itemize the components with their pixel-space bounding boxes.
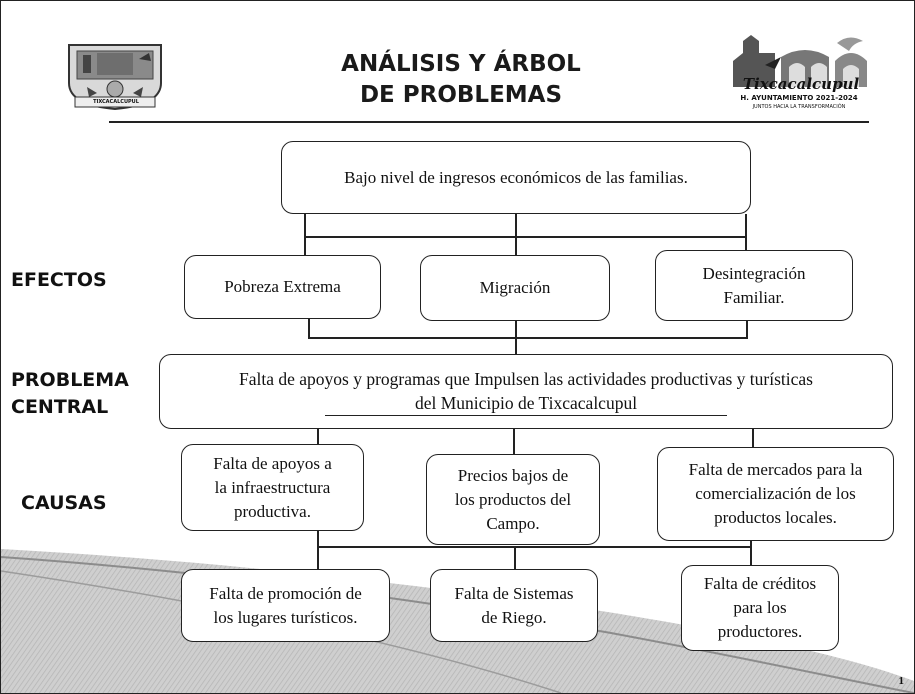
logo-script-name: Tixcacalcupul — [742, 75, 860, 93]
effect-text: Migración — [479, 278, 551, 297]
cause-box-creditos: Falta de créditos para los productores. — [681, 565, 839, 651]
shield-icon — [68, 44, 162, 111]
cause-text-line-1: Falta de créditos — [703, 574, 817, 593]
connector — [304, 214, 306, 236]
connector — [514, 546, 516, 569]
cause-text-line-2: para los — [733, 598, 787, 617]
cause-box-mercados: Falta de mercados para la comercializaci… — [657, 447, 894, 541]
cause-text-line-3: productiva. — [234, 501, 311, 521]
cause-text-line-1: Precios bajos de — [457, 465, 569, 485]
cause-text-line-2: la infraestructura — [214, 477, 331, 497]
connector — [304, 236, 306, 256]
label-causas: CAUSAS — [21, 492, 107, 514]
connector — [317, 531, 319, 569]
title-line-1: ANÁLISIS Y ÁRBOL — [341, 51, 581, 77]
cause-text-line-2: los lugares turísticos. — [213, 607, 358, 627]
church-icon — [733, 35, 867, 87]
cause-text-line-3: productos locales. — [714, 508, 837, 527]
central-problem-line-1: Falta de apoyos y programas que Impulsen… — [239, 369, 813, 389]
label-problema-central: PROBLEMA CENTRAL — [11, 367, 129, 421]
effect-box-desintegracion: Desintegración Familiar. — [655, 250, 853, 321]
effect-text-line-1: Desintegración — [702, 263, 806, 283]
connector — [515, 214, 517, 256]
ayuntamiento-logo: Tixcacalcupul H. AYUNTAMIENTO 2021-2024 … — [725, 31, 873, 119]
header-divider — [109, 121, 869, 123]
cause-box-infraestructura: Falta de apoyos a la infraestructura pro… — [181, 444, 364, 531]
connector — [745, 214, 747, 236]
label-problema-line-1: PROBLEMA — [11, 369, 129, 391]
effect-text-line-2: Familiar. — [723, 287, 785, 307]
cause-box-sistemas-riego: Falta de Sistemas de Riego. — [430, 569, 598, 642]
connector — [317, 546, 751, 548]
municipal-shield-logo: TIXCACALCUPUL — [63, 39, 167, 111]
connector — [515, 321, 517, 355]
page-number: 1 — [898, 675, 905, 687]
effect-text: Pobreza Extrema — [224, 277, 341, 296]
label-problema-line-2: CENTRAL — [11, 396, 109, 418]
shield-banner-text: TIXCACALCUPUL — [93, 99, 139, 105]
connector — [746, 321, 748, 337]
cause-text-line-1: Falta de mercados para la — [688, 460, 863, 479]
cause-text-line-2: de Riego. — [481, 607, 547, 627]
cause-text-line-1: Falta de apoyos a — [213, 453, 332, 473]
cause-text-line-1: Falta de Sistemas — [454, 583, 574, 603]
effect-box-pobreza: Pobreza Extrema — [184, 255, 381, 319]
cause-text-line-3: Campo. — [486, 513, 540, 533]
effect-box-migracion: Migración — [420, 255, 610, 321]
connector — [304, 236, 747, 238]
logo-ayuntamiento-text: H. AYUNTAMIENTO 2021-2024 — [740, 94, 858, 102]
title-line-2: DE PROBLEMAS — [359, 82, 563, 108]
cause-text-line-1: Falta de promoción de — [209, 583, 362, 603]
cause-text-line-2: comercialización de los — [695, 484, 856, 503]
logo-slogan-text: JUNTOS HACIA LA TRANSFORMACIÓN — [752, 104, 846, 110]
cause-text-line-2: los productos del — [454, 489, 572, 509]
page-title: ANÁLISIS Y ÁRBOL DE PROBLEMAS — [271, 49, 651, 111]
cause-text-line-3: productores. — [717, 622, 803, 641]
cause-box-promocion: Falta de promoción de los lugares turíst… — [181, 569, 390, 642]
top-effect-box: Bajo nivel de ingresos económicos de las… — [281, 141, 751, 214]
connector — [308, 319, 310, 337]
connector — [308, 337, 748, 339]
connector — [745, 236, 747, 251]
cause-box-precios: Precios bajos de los productos del Campo… — [426, 454, 600, 545]
central-problem-line-2: del Municipio de Tixcacalcupul — [324, 391, 728, 416]
connector — [750, 541, 752, 565]
label-efectos: EFECTOS — [11, 269, 107, 291]
central-problem-box: Falta de apoyos y programas que Impulsen… — [159, 354, 893, 429]
top-effect-text: Bajo nivel de ingresos económicos de las… — [344, 167, 688, 187]
